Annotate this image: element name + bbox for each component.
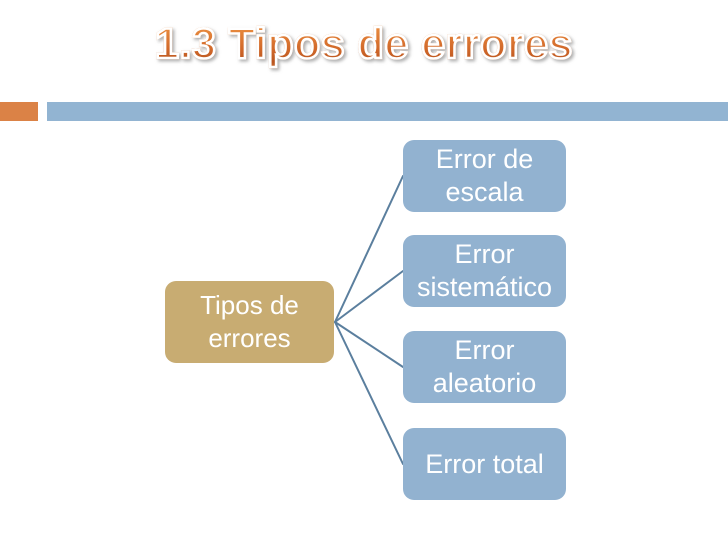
page-title: 1.3 Tipos de errores (154, 14, 574, 74)
divider (0, 102, 728, 121)
diagram-leaf-label-0: Error de escala (435, 144, 534, 207)
diagram-root-label: Tipos de errores (200, 290, 299, 353)
diagram-leaf-node-error-de-escala[interactable]: Error de escala (403, 140, 566, 212)
diagram-leaf-label-3: Error total (425, 448, 544, 479)
diagram-leaf-node-error-aleatorio[interactable]: Error aleatorio (403, 331, 566, 403)
divider-bar (47, 102, 728, 121)
diagram-leaf-node-error-sistematico[interactable]: Error sistemático (403, 235, 566, 307)
diagram-leaf-node-error-total[interactable]: Error total (403, 428, 566, 500)
title-area: 1.3 Tipos de errores (0, 14, 728, 86)
diagram-root-node[interactable]: Tipos de errores (165, 281, 334, 363)
diagram-leaf-label-2: Error aleatorio (432, 335, 537, 398)
divider-accent-block (0, 102, 38, 121)
diagram-leaf-label-1: Error sistemático (416, 239, 553, 302)
